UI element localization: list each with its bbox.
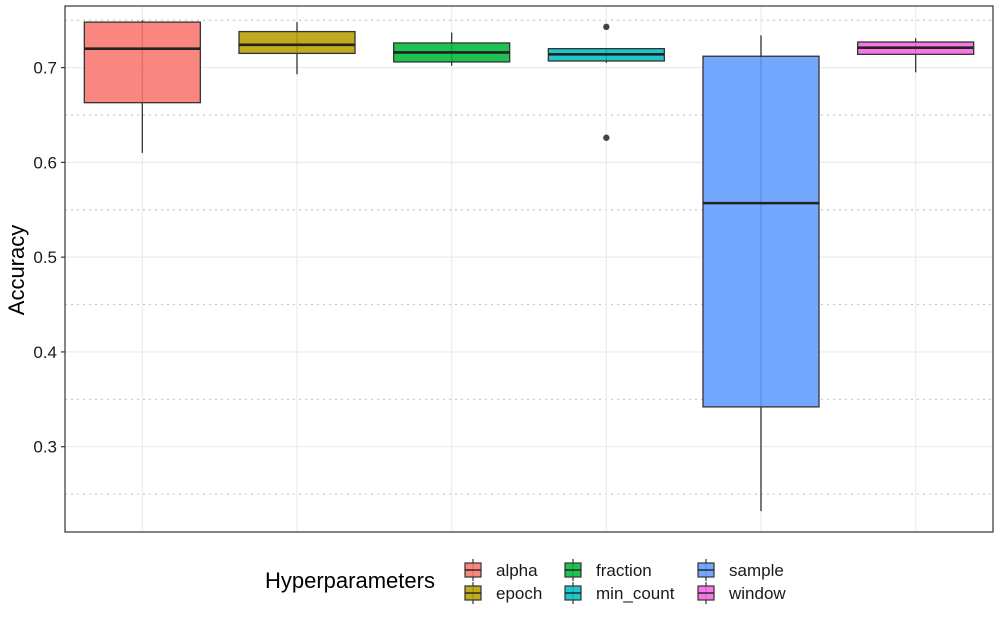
legend-label: window [728, 584, 786, 603]
box-window [857, 38, 975, 73]
legend-label: min_count [596, 584, 675, 603]
y-tick-label: 0.3 [33, 438, 57, 457]
outlier-point [603, 23, 610, 31]
y-tick-label: 0.6 [33, 153, 57, 172]
outlier-point [603, 134, 610, 141]
box-epoch [238, 22, 356, 75]
legend-label: fraction [596, 561, 652, 580]
gridlines [65, 6, 993, 532]
legend-item-sample: sample [697, 559, 784, 581]
legend-title: Hyperparameters [265, 568, 435, 593]
legend-label: alpha [496, 561, 538, 580]
legend-items: alpha epoch fraction min_count sample window [464, 559, 786, 604]
legend-item-window: window [697, 582, 786, 604]
box-alpha [83, 20, 201, 153]
legend-item-fraction: fraction [564, 559, 652, 581]
box-fraction [393, 32, 511, 66]
legend-item-alpha: alpha [464, 559, 538, 581]
legend-label: epoch [496, 584, 542, 603]
box-sample [702, 35, 820, 512]
y-tick-label: 0.7 [33, 59, 57, 78]
y-tick-label: 0.5 [33, 248, 57, 267]
box-rect [83, 21, 201, 104]
y-axis-title: Accuracy [4, 225, 29, 315]
plot-panel-border [64, 5, 994, 533]
box-rect [238, 30, 356, 55]
y-tick-label: 0.4 [33, 343, 57, 362]
legend: Hyperparameters alpha epoch fraction min_co… [265, 559, 786, 604]
legend-label: sample [729, 561, 784, 580]
y-axis-ticks: 0.3 0.4 0.5 0.6 0.7 [33, 59, 65, 457]
legend-item-epoch: epoch [464, 582, 542, 604]
legend-item-min-count: min_count [564, 582, 675, 604]
boxes [83, 20, 975, 512]
box-rect [702, 55, 820, 408]
box-min-count [547, 23, 665, 141]
